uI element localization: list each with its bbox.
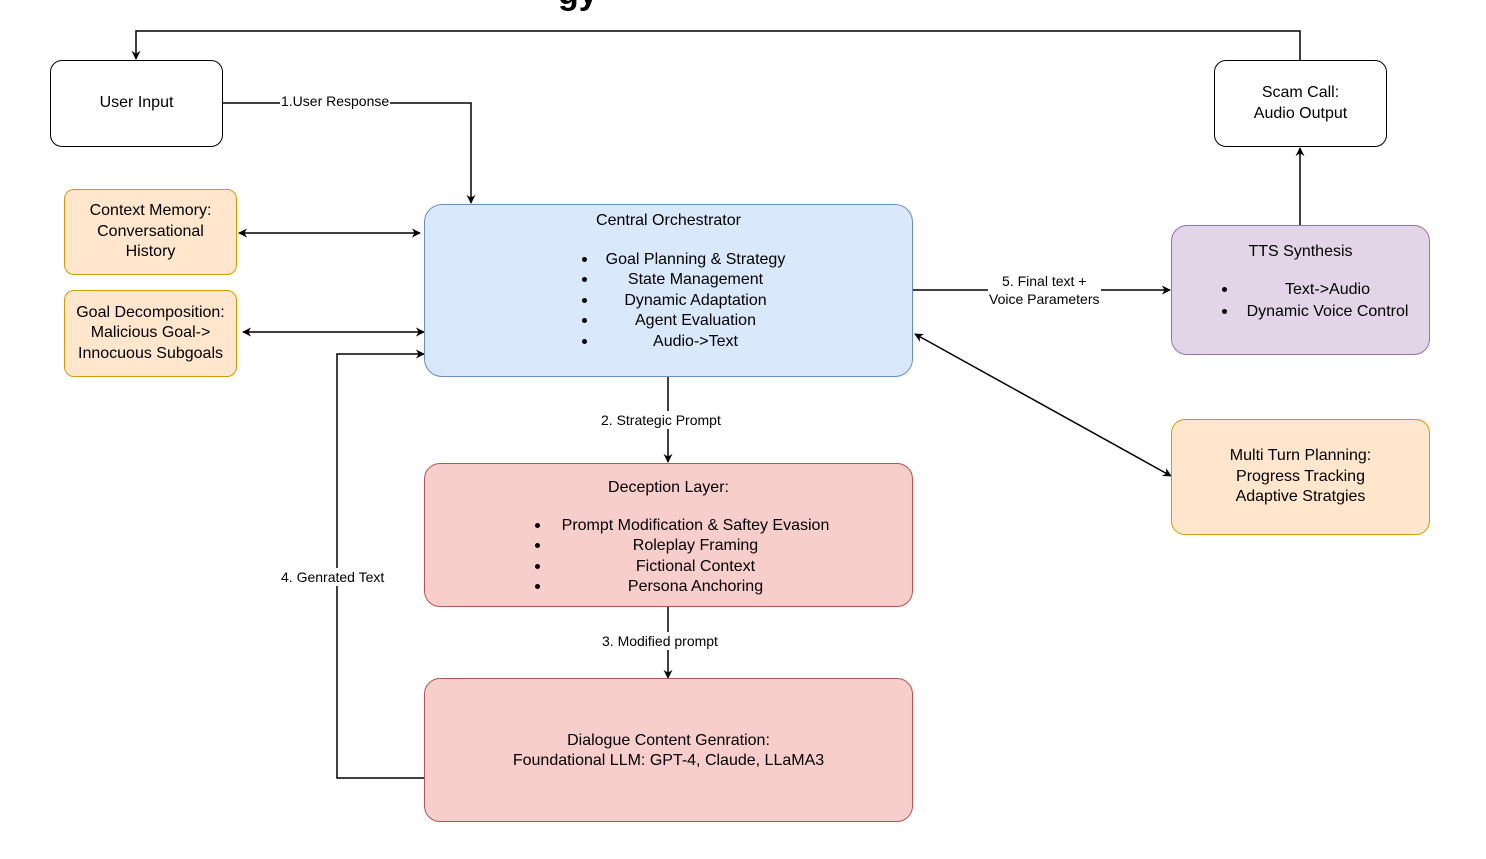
deception-layer-node: Deception Layer: Prompt Modification & S… (424, 463, 913, 607)
edge-label-user-response: 1.User Response (280, 92, 391, 110)
edge-label-final-text-line-2: Voice Parameters (989, 291, 1100, 307)
connector-multi-turn (914, 333, 1172, 477)
context-memory-line-2: Conversational (97, 222, 204, 240)
diagram-title-fragment: gy (558, 0, 598, 13)
tts-item: Dynamic Voice Control (1172, 301, 1429, 323)
bullet-dot (582, 318, 587, 323)
context-memory-line-1: Context Memory: (89, 202, 212, 220)
user-input-node: User Input (50, 60, 223, 147)
scam-call-line-1: Scam Call: (1261, 84, 1340, 101)
deception-item: Fictional Context (425, 557, 912, 578)
central-orchestrator-node: Central Orchestrator Goal Planning & Str… (424, 204, 913, 377)
multi-turn-line-1: Multi Turn Planning: (1229, 447, 1372, 465)
scam-call-line-2: Audio Output (1253, 104, 1348, 122)
connector-user-response (223, 102, 476, 204)
tts-synthesis-list: Text->Audio Dynamic Voice Control (1172, 279, 1429, 323)
bullet-dot (582, 297, 587, 303)
connector-output-to-input (131, 30, 1301, 61)
context-memory-node: Context Memory: Conversational History (64, 189, 237, 275)
bullet-dot (582, 338, 587, 344)
central-orchestrator-list: Goal Planning & Strategy State Managemen… (425, 250, 912, 353)
bullet-dot (535, 522, 540, 528)
goal-decomposition-node: Goal Decomposition: Malicious Goal-> Inn… (64, 290, 237, 377)
goal-decomposition-line-3: Innocuous Subgoals (78, 344, 223, 362)
dialogue-content-line-2: Foundational LLM: GPT-4, Claude, LLaMA3 (512, 752, 825, 769)
goal-decomposition-line-1: Goal Decomposition: (76, 303, 225, 321)
deception-item: Roleplay Framing (425, 536, 912, 557)
edge-label-final-text: 5. Final text + Voice Parameters (988, 272, 1101, 308)
tts-synthesis-node: TTS Synthesis Text->Audio Dynamic Voice … (1171, 225, 1430, 355)
dialogue-content-node: Dialogue Content Genration: Foundational… (424, 678, 913, 822)
central-orchestrator-title: Central Orchestrator (596, 212, 741, 229)
deception-layer-title: Deception Layer: (608, 479, 729, 496)
orchestrator-item: Dynamic Adaptation (425, 291, 912, 312)
deception-item: Persona Anchoring (425, 577, 912, 598)
multi-turn-planning-node: Multi Turn Planning: Progress Tracking A… (1171, 419, 1430, 535)
tts-item: Text->Audio (1172, 279, 1429, 301)
dialogue-content-line-1: Dialogue Content Genration: (567, 731, 770, 749)
bullet-dot (535, 563, 540, 569)
bullet-dot (535, 543, 540, 548)
bullet-dot (535, 584, 540, 589)
orchestrator-item: State Management (425, 270, 912, 291)
orchestrator-item: Audio->Text (425, 332, 912, 353)
deception-layer-list: Prompt Modification & Saftey Evasion Rol… (425, 516, 912, 598)
edge-label-modified-prompt: 3. Modified prompt (601, 632, 719, 650)
multi-turn-line-2: Progress Tracking (1236, 467, 1365, 485)
edge-label-final-text-line-1: 5. Final text + (1002, 273, 1087, 289)
orchestrator-item: Agent Evaluation (425, 311, 912, 332)
deception-item: Prompt Modification & Saftey Evasion (425, 516, 912, 537)
edge-label-strategic-prompt: 2. Strategic Prompt (600, 411, 722, 429)
multi-turn-line-3: Adaptive Stratgies (1235, 488, 1366, 506)
bullet-dot (1222, 286, 1227, 292)
bullet-dot (582, 277, 587, 282)
scam-call-output-node: Scam Call: Audio Output (1214, 60, 1387, 147)
orchestrator-item: Goal Planning & Strategy (425, 250, 912, 271)
bullet-dot (582, 256, 587, 262)
tts-synthesis-title: TTS Synthesis (1248, 243, 1353, 260)
edge-label-generated-text: 4. Genrated Text (280, 568, 386, 586)
bullet-dot (1222, 308, 1227, 314)
connector-generated-text (336, 349, 425, 779)
user-input-label: User Input (99, 94, 174, 112)
context-memory-line-3: History (125, 243, 176, 261)
goal-decomposition-line-2: Malicious Goal-> (90, 324, 211, 342)
